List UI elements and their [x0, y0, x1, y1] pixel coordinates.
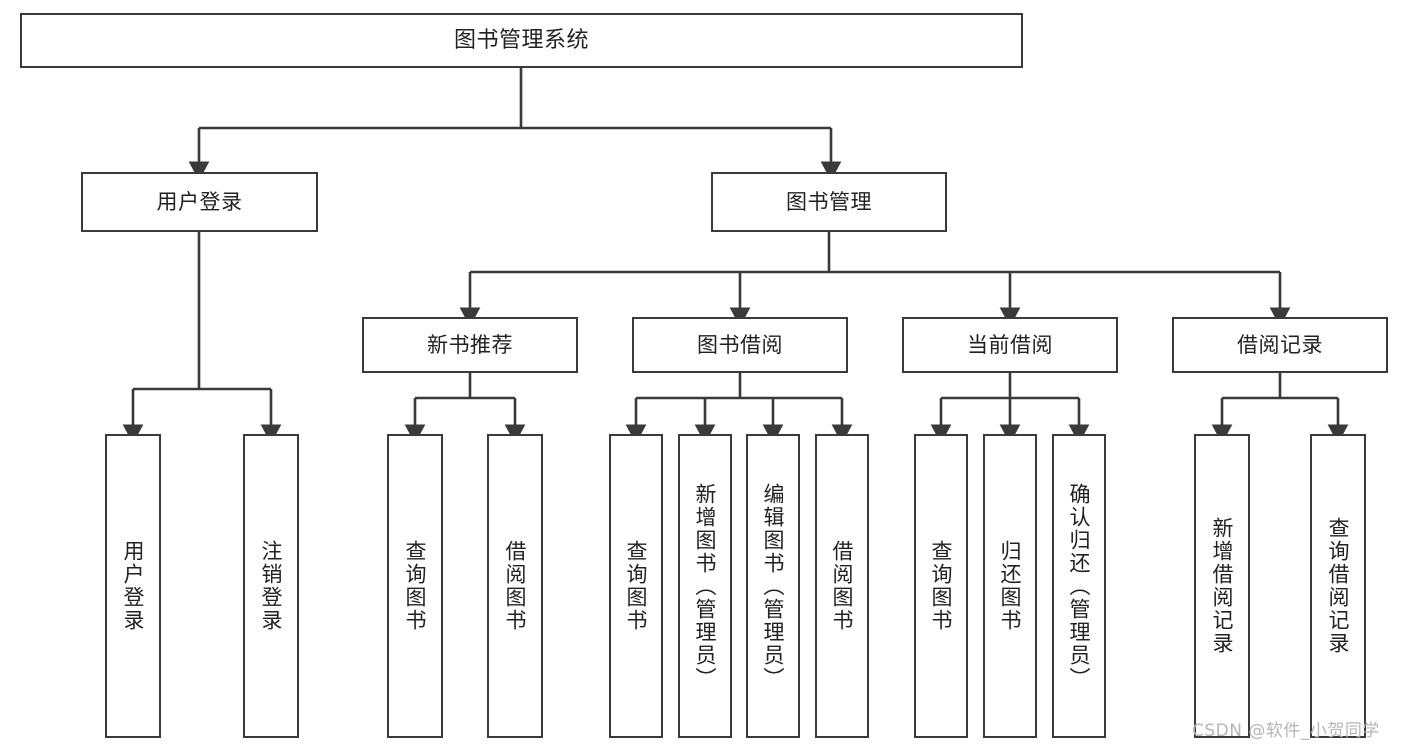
node-leaf-query-record-label: 查询借阅记录 [1326, 517, 1351, 655]
node-leaf-logout-login[interactable]: 注销登录 [243, 434, 299, 738]
node-leaf-add-record-label: 新增借阅记录 [1210, 517, 1235, 655]
node-leaf-query-book-2-label: 查询图书 [624, 540, 649, 632]
node-root[interactable]: 图书管理系统 [20, 13, 1023, 68]
csdn-watermark: CSDN @软件_小贺同学 [1192, 721, 1380, 741]
node-leaf-borrow-book-1-label: 借阅图书 [503, 540, 528, 632]
node-new-book-recommend[interactable]: 新书推荐 [362, 317, 578, 373]
node-leaf-borrow-book-1[interactable]: 借阅图书 [487, 434, 543, 738]
node-leaf-query-book-3[interactable]: 查询图书 [914, 434, 968, 738]
node-borrow-record[interactable]: 借阅记录 [1172, 317, 1388, 373]
node-current-borrow[interactable]: 当前借阅 [902, 317, 1118, 373]
node-leaf-add-record[interactable]: 新增借阅记录 [1194, 434, 1250, 738]
node-leaf-add-book-label: 新增图书（管理员） [693, 482, 718, 690]
node-root-label: 图书管理系统 [453, 27, 589, 53]
node-leaf-logout-login-label: 注销登录 [259, 540, 284, 632]
node-leaf-query-book-3-label: 查询图书 [929, 540, 954, 632]
node-leaf-query-book-1-label: 查询图书 [403, 540, 428, 632]
node-leaf-confirm-return[interactable]: 确认归还（管理员） [1052, 434, 1106, 738]
node-leaf-query-book-2[interactable]: 查询图书 [609, 434, 663, 738]
node-current-borrow-label: 当前借阅 [967, 332, 1053, 357]
node-leaf-query-book-1[interactable]: 查询图书 [387, 434, 443, 738]
node-leaf-edit-book[interactable]: 编辑图书（管理员） [746, 434, 800, 738]
node-book-borrow[interactable]: 图书借阅 [632, 317, 848, 373]
node-leaf-user-login-label: 用户登录 [121, 540, 146, 632]
node-leaf-confirm-return-label: 确认归还（管理员） [1067, 482, 1092, 690]
node-user-login[interactable]: 用户登录 [81, 172, 318, 232]
node-leaf-query-record[interactable]: 查询借阅记录 [1310, 434, 1366, 738]
node-user-login-label: 用户登录 [156, 189, 243, 214]
node-book-borrow-label: 图书借阅 [697, 332, 783, 357]
node-leaf-add-book[interactable]: 新增图书（管理员） [678, 434, 732, 738]
node-leaf-return-book-label: 归还图书 [998, 540, 1023, 632]
node-leaf-return-book[interactable]: 归还图书 [983, 434, 1037, 738]
node-leaf-borrow-book-2-label: 借阅图书 [830, 540, 855, 632]
node-new-book-recommend-label: 新书推荐 [427, 332, 513, 357]
node-borrow-record-label: 借阅记录 [1237, 332, 1323, 357]
node-book-management-label: 图书管理 [786, 189, 872, 214]
node-leaf-borrow-book-2[interactable]: 借阅图书 [815, 434, 869, 738]
node-leaf-edit-book-label: 编辑图书（管理员） [761, 482, 786, 690]
node-leaf-user-login[interactable]: 用户登录 [105, 434, 161, 738]
node-book-management[interactable]: 图书管理 [711, 172, 947, 232]
